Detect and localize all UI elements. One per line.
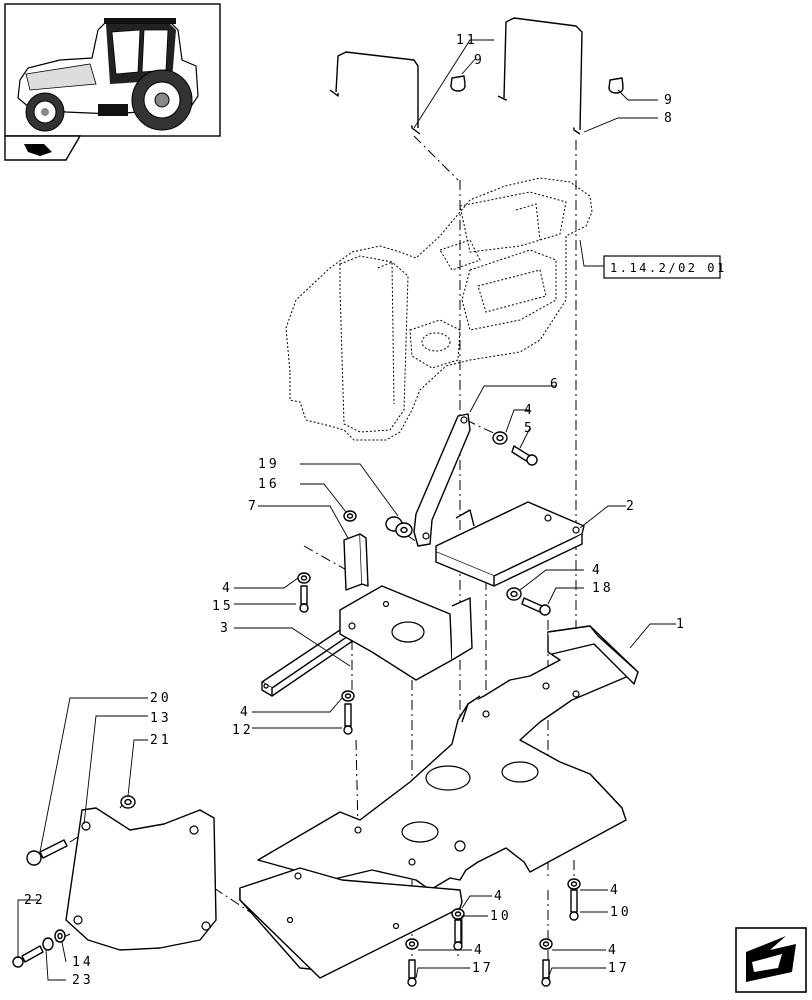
callout-3: 3 xyxy=(220,621,231,636)
callout-4: 4 xyxy=(494,889,505,904)
callout-10: 10 xyxy=(610,905,632,920)
washer-14 xyxy=(54,929,66,943)
bolt-20 xyxy=(26,839,68,866)
callout-22: 22 xyxy=(24,893,46,908)
ghost-fuel-tank xyxy=(285,177,593,441)
bolt-15 xyxy=(299,585,309,613)
bolt-5 xyxy=(511,445,538,466)
callout-11: 11 xyxy=(456,33,478,48)
callout-4: 4 xyxy=(240,705,251,720)
callout-18: 18 xyxy=(592,581,614,596)
reference-box-text[interactable]: 1.14.2/02 01 xyxy=(610,261,727,275)
reference-box[interactable] xyxy=(603,255,721,279)
bushing-9-left xyxy=(450,75,466,92)
washer-4-upper xyxy=(492,431,508,445)
callout-15: 15 xyxy=(212,599,234,614)
callout-8: 8 xyxy=(664,111,675,126)
bolt-22 xyxy=(12,945,44,968)
bolt-10-a xyxy=(453,919,463,951)
page-marker-icon[interactable] xyxy=(4,135,82,161)
washer-4-plate xyxy=(506,587,522,601)
callout-12: 12 xyxy=(232,723,254,738)
bracket-6 xyxy=(413,413,471,547)
callout-19: 19 xyxy=(258,457,280,472)
callout-7: 7 xyxy=(248,499,259,514)
callout-9: 9 xyxy=(474,53,485,68)
callout-4: 4 xyxy=(474,943,485,958)
spacer-19 xyxy=(385,516,413,538)
handle-left xyxy=(329,51,421,135)
nut-21 xyxy=(120,795,136,809)
bolt-18 xyxy=(521,597,551,616)
bolt-12 xyxy=(343,703,353,735)
bracket-7 xyxy=(343,533,369,591)
callout-6: 6 xyxy=(550,377,561,392)
washer-4-bottom-c xyxy=(567,878,581,890)
callout-14: 14 xyxy=(72,955,94,970)
callout-20: 20 xyxy=(150,691,172,706)
washer-4-bottom-b xyxy=(405,938,419,950)
washer-4-mid xyxy=(341,690,355,702)
spacer-16 xyxy=(343,510,357,522)
tractor-thumbnail-icon xyxy=(4,3,221,137)
callout-23: 23 xyxy=(72,973,94,988)
washer-4-left xyxy=(297,572,311,584)
callout-17: 17 xyxy=(608,961,630,976)
support-3 xyxy=(261,585,473,697)
callout-13: 13 xyxy=(150,711,172,726)
callout-4: 4 xyxy=(608,943,619,958)
bolt-10-b xyxy=(569,889,579,921)
callout-labels: 11 9 9 8 6 4 5 19 16 7 2 4 18 4 15 3 1 4… xyxy=(24,33,687,988)
callout-4: 4 xyxy=(592,563,603,578)
washer-4-bottom-a xyxy=(451,908,465,920)
leader-lines xyxy=(17,39,676,981)
plate-2 xyxy=(435,501,585,587)
bolt-17-b xyxy=(541,959,551,987)
callout-9: 9 xyxy=(664,93,675,108)
lower-edge-plate xyxy=(239,867,463,979)
callout-17: 17 xyxy=(472,961,494,976)
handle-right xyxy=(497,17,583,135)
washer-23 xyxy=(42,937,54,951)
bushing-9-right xyxy=(608,77,624,94)
callout-21: 21 xyxy=(150,733,172,748)
floor-plate-1 xyxy=(257,625,639,891)
callout-2: 2 xyxy=(626,499,637,514)
callout-16: 16 xyxy=(258,477,280,492)
bolt-17-a xyxy=(407,959,417,987)
callout-1: 1 xyxy=(676,617,687,632)
callout-4: 4 xyxy=(222,581,233,596)
washer-4-bottom-d xyxy=(539,938,553,950)
callout-5: 5 xyxy=(524,421,535,436)
callout-10: 10 xyxy=(490,909,512,924)
next-page-arrow-icon[interactable] xyxy=(735,927,807,993)
callout-4: 4 xyxy=(524,403,535,418)
callout-4: 4 xyxy=(610,883,621,898)
shield-13 xyxy=(65,807,217,951)
